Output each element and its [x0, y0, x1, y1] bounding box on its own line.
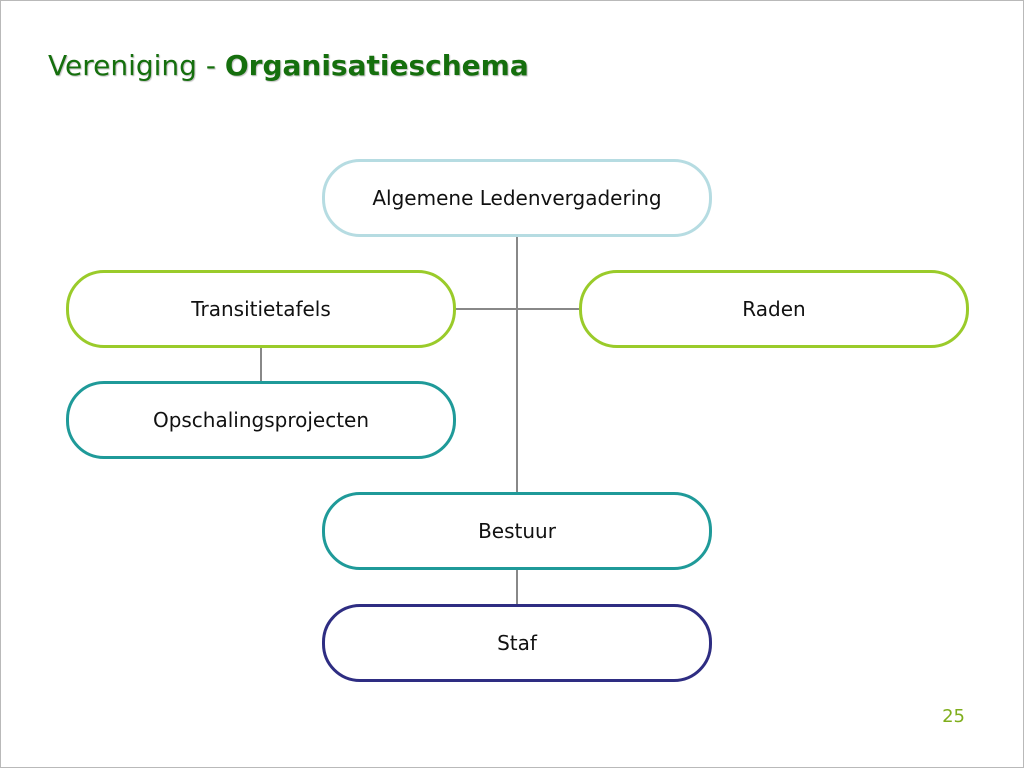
page-number: 25: [942, 706, 965, 727]
slide-title-bold: Organisatieschema: [224, 49, 529, 82]
slide-title: Vereniging - Organisatieschema: [48, 49, 529, 82]
node-staf: Staf: [322, 604, 712, 682]
node-transitietafels: Transitietafels: [66, 270, 456, 348]
node-bestuur: Bestuur: [322, 492, 712, 570]
node-algemene-ledenvergadering: Algemene Ledenvergadering: [322, 159, 712, 237]
node-opschalingsprojecten: Opschalingsprojecten: [66, 381, 456, 459]
slide-title-prefix: Vereniging -: [48, 49, 225, 82]
node-raden: Raden: [579, 270, 969, 348]
